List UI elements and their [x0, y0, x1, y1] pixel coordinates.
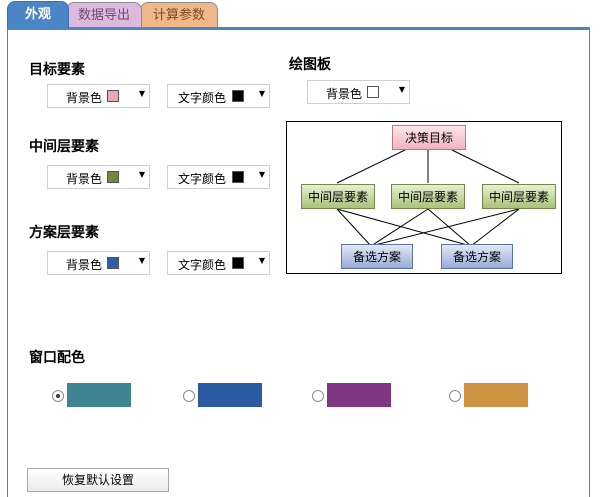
alternative-bg-label: 背景色 [66, 258, 103, 272]
goal-bg-color-select[interactable]: 背景色 ▼ [47, 84, 150, 108]
middle-text-label: 文字颜色 [178, 172, 227, 186]
window-color-swatch-3[interactable] [327, 383, 391, 407]
alternative-text-color-select[interactable]: 文字颜色 ▼ [167, 251, 270, 275]
middle-node-3: 中间层要素 [482, 184, 556, 209]
hierarchy-links [336, 149, 520, 247]
canvas-bg-swatch [367, 86, 379, 98]
middle-text-color-select[interactable]: 文字颜色 ▼ [167, 165, 270, 189]
alternative-node-1: 备选方案 [341, 244, 413, 269]
tab-data-export[interactable]: 数据导出 [66, 2, 142, 27]
chevron-down-icon: ▼ [398, 85, 405, 94]
alternative-bg-color-select[interactable]: 背景色 ▼ [47, 251, 150, 275]
canvas-title: 绘图板 [289, 57, 331, 73]
canvas-bg-label: 背景色 [326, 87, 363, 101]
middle-bg-color-select[interactable]: 背景色 ▼ [47, 165, 150, 189]
window-color-radio-4[interactable] [449, 390, 461, 402]
window-color-swatch-2[interactable] [198, 383, 262, 407]
goal-elements-title: 目标要素 [29, 62, 85, 78]
goal-text-swatch [232, 90, 244, 102]
middle-elements-title: 中间层要素 [29, 139, 99, 155]
alternative-text-label: 文字颜色 [178, 258, 227, 272]
goal-bg-swatch [107, 90, 119, 102]
middle-bg-label: 背景色 [66, 172, 103, 186]
goal-text-color-select[interactable]: 文字颜色 ▼ [167, 84, 270, 108]
canvas-bg-color-select[interactable]: 背景色 ▼ [307, 80, 410, 104]
hierarchy-preview: 决策目标 中间层要素 中间层要素 中间层要素 备选方案 备选方案 [286, 121, 562, 274]
middle-node-1: 中间层要素 [301, 184, 375, 209]
middle-text-swatch [232, 171, 244, 183]
tab-appearance[interactable]: 外观 [7, 1, 69, 28]
alternative-text-swatch [232, 257, 244, 269]
chevron-down-icon: ▼ [138, 256, 145, 265]
reset-defaults-button[interactable]: 恢复默认设置 [27, 468, 169, 492]
alternative-node-2: 备选方案 [441, 244, 513, 269]
tab-calc-params[interactable]: 计算参数 [140, 2, 218, 27]
alternative-bg-swatch [107, 257, 119, 269]
chevron-down-icon: ▼ [138, 170, 145, 179]
window-color-swatch-1[interactable] [67, 383, 131, 407]
chevron-down-icon: ▼ [258, 256, 265, 265]
chevron-down-icon: ▼ [138, 89, 145, 98]
goal-text-label: 文字颜色 [178, 91, 227, 105]
goal-bg-label: 背景色 [66, 91, 103, 105]
middle-node-2: 中间层要素 [391, 184, 465, 209]
chevron-down-icon: ▼ [258, 89, 265, 98]
window-color-radio-2[interactable] [183, 390, 195, 402]
window-color-radio-1[interactable] [52, 390, 64, 402]
window-color-radio-3[interactable] [312, 390, 324, 402]
window-color-title: 窗口配色 [29, 350, 85, 366]
alternative-elements-title: 方案层要素 [29, 225, 99, 241]
chevron-down-icon: ▼ [258, 170, 265, 179]
goal-node: 决策目标 [392, 125, 466, 150]
middle-bg-swatch [107, 171, 119, 183]
tab-bar: 外观 数据导出 计算参数 [0, 0, 600, 30]
window-color-swatch-4[interactable] [464, 383, 528, 407]
